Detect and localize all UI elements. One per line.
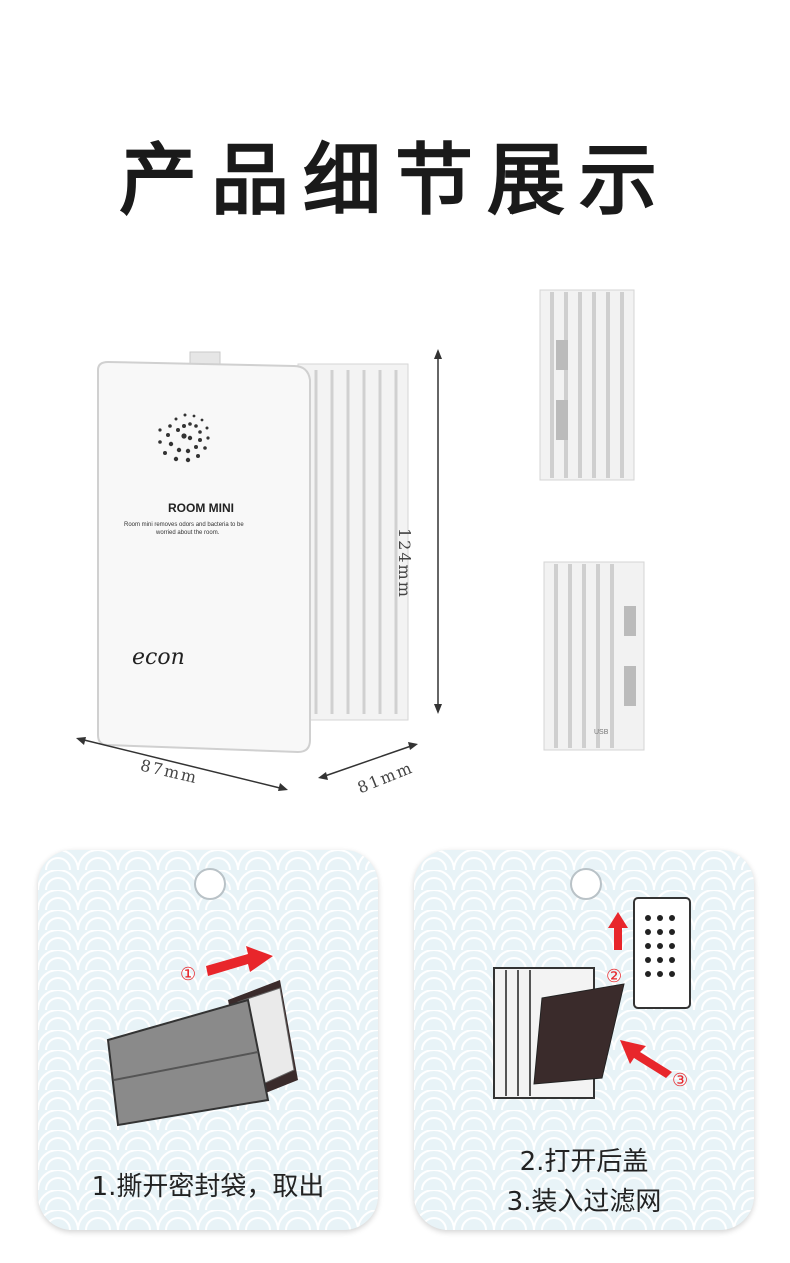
arrow-right-icon [206, 946, 273, 976]
step-badge-2: ② [606, 966, 622, 987]
usb-label: USB [594, 729, 609, 736]
insert-filter-illustration: ② ③ [493, 897, 691, 1099]
side-fins [297, 363, 409, 721]
tagline-line-1: Room mini removes odors and bacteria to … [124, 522, 244, 528]
product-side-view-bottom: USB [543, 561, 645, 751]
dimension-lines [76, 349, 442, 791]
step-badge-3: ③ [672, 1070, 688, 1091]
open-bag-illustration: ① [106, 946, 298, 1127]
model-name: ROOM MINI [168, 501, 234, 515]
instruction-card-2: ② ③ 2.打开后盖 3.装入过滤网 [414, 850, 754, 1230]
instruction-card-1: ① 1.撕开密封袋，取出 [38, 850, 378, 1230]
page-title: 产品细节展示 [118, 135, 671, 226]
height-label: 124mm [395, 528, 414, 599]
card-2-step-3-text: 3.装入过滤网 [506, 1187, 662, 1217]
card-2-step-2-text: 2.打开后盖 [519, 1147, 649, 1177]
brand-logo: econ [132, 645, 185, 670]
tagline-line-2: worried about the room. [155, 530, 220, 536]
card-1-text: 1.撕开密封袋，取出 [91, 1172, 325, 1202]
arrow-diagonal-icon [620, 1040, 672, 1078]
card-hole [194, 868, 226, 900]
spiral-logo-icon [158, 413, 210, 463]
arrow-up-icon [608, 912, 628, 950]
product-side-view-top [539, 289, 635, 481]
card-hole [570, 868, 602, 900]
step-badge-1: ① [180, 964, 196, 985]
product-front-image: ROOM MINI Room mini removes odors and ba… [97, 351, 409, 754]
